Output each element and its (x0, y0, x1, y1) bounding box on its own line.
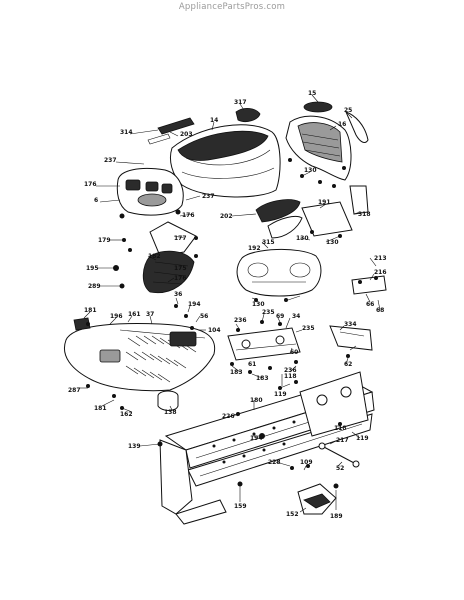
part-label-315[interactable]: 315 (262, 239, 275, 246)
part-label-196[interactable]: 196 (110, 313, 123, 320)
part-label-177[interactable]: 177 (174, 235, 187, 242)
part-label-287[interactable]: 287 (68, 387, 81, 394)
part-label-217[interactable]: 217 (336, 437, 349, 444)
part-label-119-a[interactable]: 119 (274, 391, 287, 398)
part-label-175[interactable]: 175 (174, 265, 187, 272)
part-label-195[interactable]: 195 (86, 265, 99, 272)
watermark: AppliancePartsPros.com (178, 2, 286, 12)
part-label-181-b[interactable]: 181 (94, 405, 107, 412)
part-label-235-b[interactable]: 235 (302, 325, 315, 332)
dash-support-part[interactable] (142, 221, 197, 294)
footrest-grip-pattern (125, 335, 197, 383)
part-label-228[interactable]: 228 (268, 459, 281, 466)
hood-bracket-parts[interactable] (147, 117, 195, 145)
part-number-labels: 15 25 317 14 16 314 203 237 176 6 130 23… (68, 90, 387, 520)
part-label-61[interactable]: 61 (248, 361, 256, 368)
part-label-109[interactable]: 109 (300, 459, 313, 466)
part-label-130-c[interactable]: 130 (296, 235, 309, 242)
part-label-52[interactable]: 52 (336, 465, 344, 472)
part-label-226[interactable]: 226 (222, 413, 235, 420)
part-label-317[interactable]: 317 (234, 99, 247, 106)
footrest-platform-part[interactable] (64, 317, 216, 392)
part-label-130-d[interactable]: 130 (252, 301, 265, 308)
main-frame-part[interactable] (159, 371, 375, 525)
part-label-119-b[interactable]: 119 (356, 435, 369, 442)
part-label-25[interactable]: 25 (344, 107, 352, 114)
part-label-60[interactable]: 60 (290, 349, 298, 356)
dash-panel-part[interactable] (116, 167, 184, 216)
rod-217-part[interactable] (318, 442, 360, 468)
part-label-69[interactable]: 69 (276, 313, 284, 320)
bracket-334-part[interactable] (329, 325, 373, 351)
part-label-130-b[interactable]: 130 (326, 239, 339, 246)
mounting-plate-part[interactable] (227, 327, 301, 361)
part-label-334[interactable]: 334 (344, 321, 357, 328)
part-label-176-c[interactable]: 176 (174, 275, 187, 282)
part-label-34[interactable]: 34 (292, 313, 300, 320)
part-label-139[interactable]: 139 (128, 443, 141, 450)
part-label-68[interactable]: 68 (376, 307, 384, 314)
part-label-6[interactable]: 6 (94, 197, 98, 204)
part-label-66[interactable]: 66 (366, 301, 374, 308)
part-label-118-a[interactable]: 118 (284, 373, 297, 380)
hood-part[interactable] (169, 124, 281, 198)
part-label-237-b[interactable]: 237 (202, 193, 215, 200)
part-label-237-a[interactable]: 237 (104, 157, 117, 164)
frame-holes (212, 420, 296, 464)
part-label-130-a[interactable]: 130 (304, 167, 317, 174)
part-label-236-a[interactable]: 236 (234, 317, 247, 324)
part-label-213[interactable]: 213 (374, 255, 387, 262)
part-label-191[interactable]: 191 (318, 199, 331, 206)
part-label-36[interactable]: 36 (174, 291, 182, 298)
part-label-236-b[interactable]: 236 (284, 367, 297, 374)
part-317[interactable] (235, 108, 261, 122)
side-panel-parts[interactable] (255, 185, 369, 239)
part-label-161[interactable]: 161 (128, 311, 141, 318)
part-label-159[interactable]: 159 (234, 503, 247, 510)
part-label-194[interactable]: 194 (188, 301, 201, 308)
part-label-15[interactable]: 15 (308, 90, 316, 97)
bracket-66-part[interactable] (351, 275, 387, 295)
part-label-183-a[interactable]: 183 (230, 369, 243, 376)
part-label-203[interactable]: 203 (180, 131, 193, 138)
part-label-289[interactable]: 289 (88, 283, 101, 290)
part-label-202[interactable]: 202 (220, 213, 233, 220)
part-label-194-b[interactable]: 194 (250, 435, 263, 442)
part-label-314[interactable]: 314 (120, 129, 133, 136)
part-label-176-b[interactable]: 176 (182, 212, 195, 219)
part-label-216[interactable]: 216 (374, 269, 387, 276)
fuel-tank-part[interactable] (236, 249, 322, 297)
part-label-180[interactable]: 180 (250, 397, 263, 404)
part-label-14[interactable]: 14 (210, 117, 218, 124)
part-label-152[interactable]: 152 (286, 511, 299, 518)
part-label-104[interactable]: 104 (208, 327, 221, 334)
part-label-189[interactable]: 189 (330, 513, 343, 520)
part-label-37[interactable]: 37 (146, 311, 154, 318)
part-label-318[interactable]: 318 (358, 211, 371, 218)
part-label-62[interactable]: 62 (344, 361, 352, 368)
part-label-176-a[interactable]: 176 (84, 181, 97, 188)
grille-part[interactable] (285, 101, 369, 181)
part-label-16[interactable]: 16 (338, 121, 346, 128)
part-label-192[interactable]: 192 (248, 245, 261, 252)
part-label-118-b[interactable]: 118 (334, 425, 347, 432)
part-label-138[interactable]: 138 (164, 409, 177, 416)
part-label-56[interactable]: 56 (200, 313, 208, 320)
part-label-181-a[interactable]: 181 (84, 307, 97, 314)
part-label-183-b[interactable]: 183 (256, 375, 269, 382)
part-label-179[interactable]: 179 (98, 237, 111, 244)
bracket-152-part[interactable] (297, 483, 337, 515)
part-label-182[interactable]: 182 (148, 253, 161, 260)
cylinder-138-part[interactable] (157, 390, 179, 411)
part-label-162[interactable]: 162 (120, 411, 133, 418)
leader-lines (80, 94, 381, 513)
part-label-235-a[interactable]: 235 (262, 309, 275, 316)
